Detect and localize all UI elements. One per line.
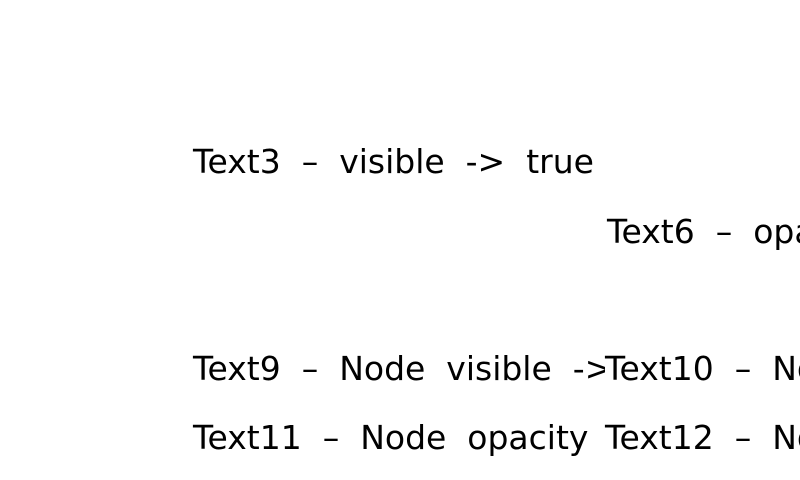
text-label-text6: Text6 – opac bbox=[607, 212, 800, 251]
text-label-text10: Text10 – Nod bbox=[605, 352, 800, 385]
text-label-text3: Text3 – visible -> true bbox=[193, 142, 594, 181]
text-label-text12: Text12 – Nod bbox=[605, 421, 800, 454]
